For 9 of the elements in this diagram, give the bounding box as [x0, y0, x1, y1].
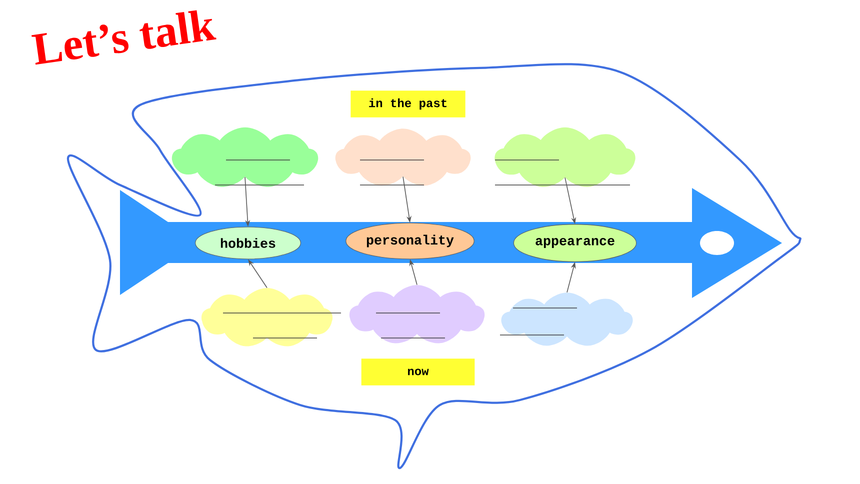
label-box: now [361, 358, 475, 386]
cloud-shape [201, 288, 333, 346]
title: Let’s talk [31, 10, 216, 65]
cloud-shape [172, 127, 318, 187]
cloud-shape [335, 128, 471, 186]
label-box: in the past [350, 90, 466, 118]
cloud-shape [494, 127, 636, 187]
cloud-shape [349, 285, 485, 344]
cloud-shape [501, 292, 633, 346]
